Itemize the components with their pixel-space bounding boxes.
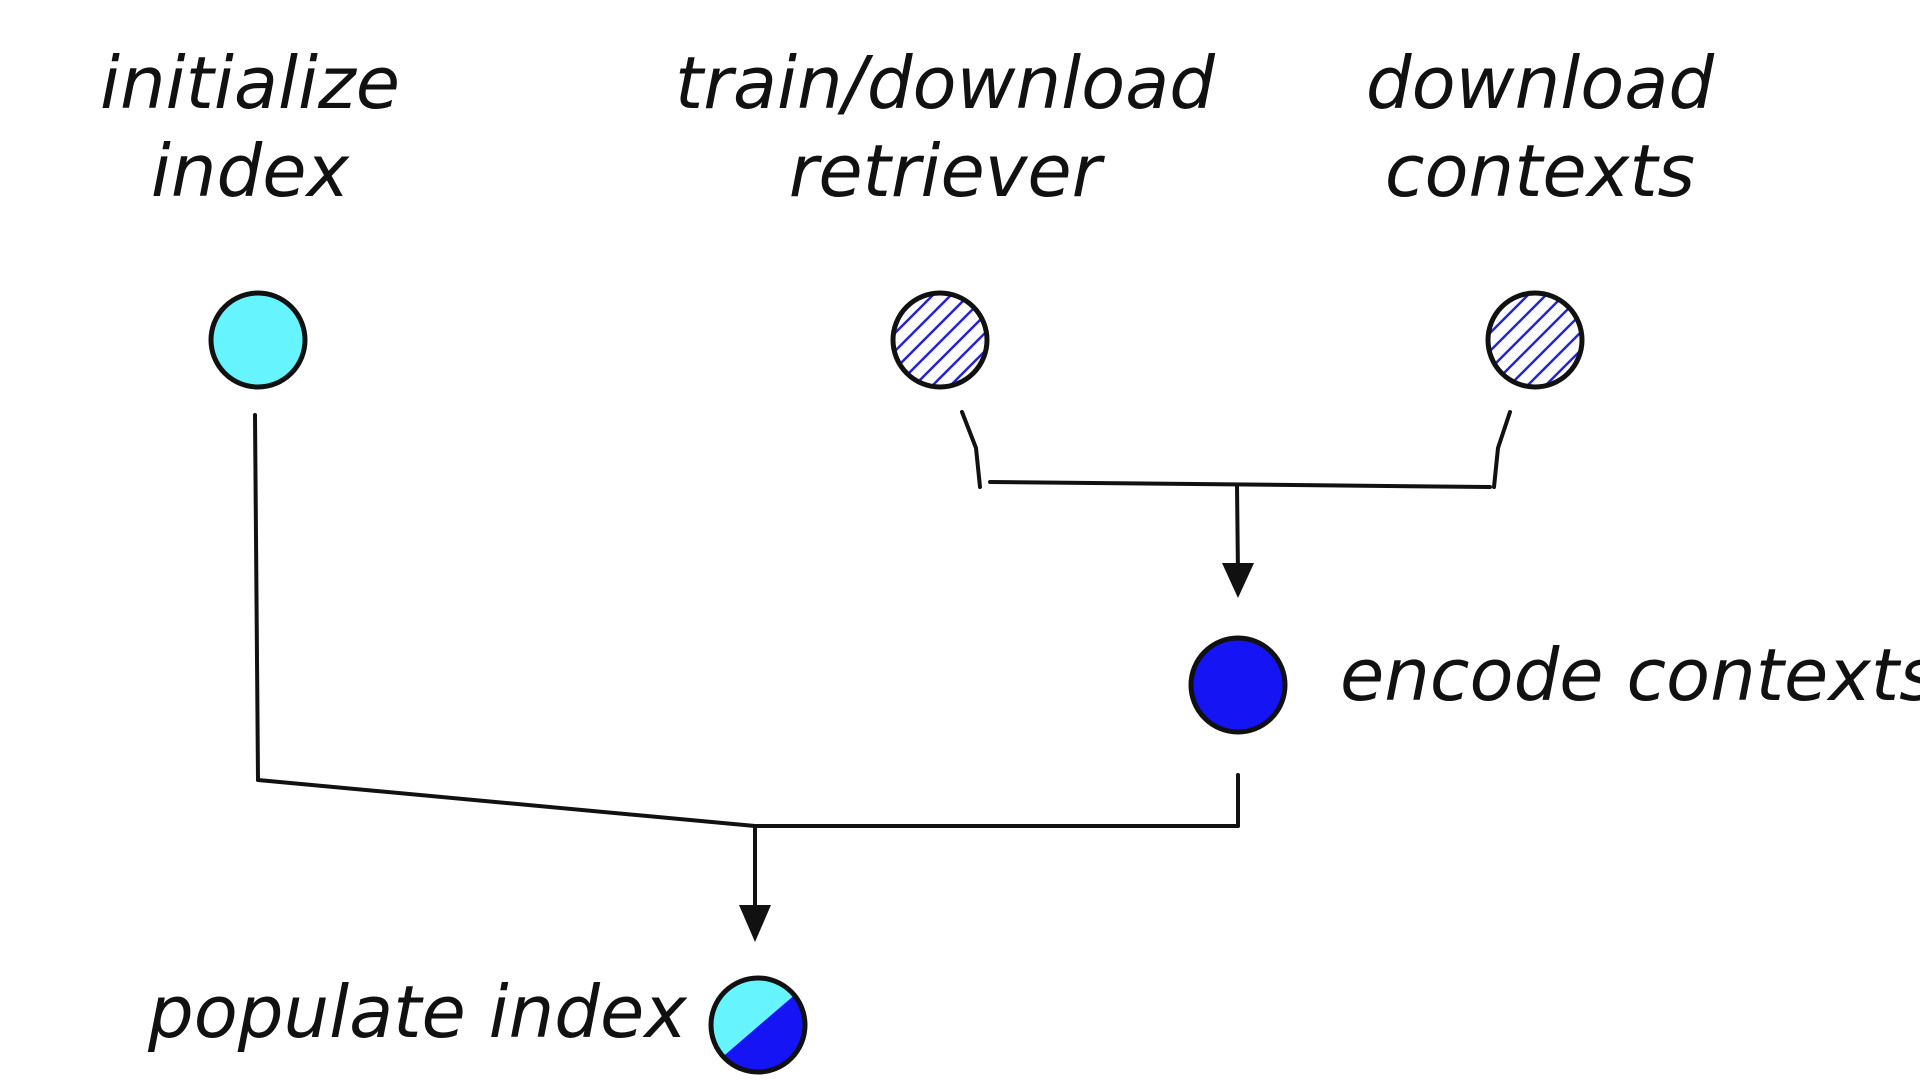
label-contexts-line-1: download <box>1366 41 1715 125</box>
node-train-download-retriever <box>890 290 990 390</box>
hatch-stroke <box>893 293 944 387</box>
node-retriever-outline <box>890 290 990 390</box>
node-populate-blue-half <box>711 980 805 1072</box>
node-encode-contexts <box>1188 635 1288 735</box>
label-group-initialize-index: initialize index <box>100 41 400 213</box>
label-retriever-line-2: retriever <box>789 129 1106 213</box>
hatch-stroke <box>893 293 962 387</box>
hatch-stroke <box>1488 293 1557 387</box>
edge-retriever-drop <box>960 410 982 489</box>
hatch-stroke <box>1488 293 1575 387</box>
arrowhead-to-encode <box>1222 563 1254 598</box>
node-populate-outline <box>708 975 808 1075</box>
node-contexts-outline <box>1485 290 1585 390</box>
label-encode-contexts: encode contexts <box>1340 633 1920 717</box>
node-download-contexts <box>1485 290 1585 390</box>
hatch-stroke <box>904 293 987 387</box>
edge-contexts-drop <box>1492 410 1512 489</box>
edge-to-encode-stem <box>1235 483 1240 577</box>
hatch-stroke <box>1535 293 1582 387</box>
hatch-stroke <box>1499 293 1582 387</box>
label-initialize-line-1: initialize <box>100 41 400 125</box>
arrowhead-to-populate <box>739 905 771 942</box>
label-group-train-download-retriever: train/download retriever <box>675 41 1216 213</box>
hatch-stroke <box>940 293 987 387</box>
hatch-stroke <box>1488 293 1539 387</box>
node-retriever-background <box>893 293 987 387</box>
hatch-stroke <box>893 293 980 387</box>
edge-top-merge-bar <box>988 480 1492 489</box>
edge-initialize-drop <box>253 413 260 782</box>
label-contexts-line-2: contexts <box>1385 129 1695 213</box>
edges <box>253 410 1512 912</box>
node-populate-index <box>708 975 808 1075</box>
edge-bottom-merge-bar <box>256 778 1240 828</box>
label-initialize-line-2: index <box>151 129 351 213</box>
hatch-stroke <box>1517 293 1582 387</box>
label-populate-index: populate index <box>147 970 688 1054</box>
label-group-download-contexts: download contexts <box>1366 41 1715 213</box>
label-retriever-line-1: train/download <box>675 41 1216 125</box>
node-contexts-background <box>1488 293 1582 387</box>
node-initialize-index <box>208 290 308 390</box>
hatch-stroke <box>922 293 987 387</box>
